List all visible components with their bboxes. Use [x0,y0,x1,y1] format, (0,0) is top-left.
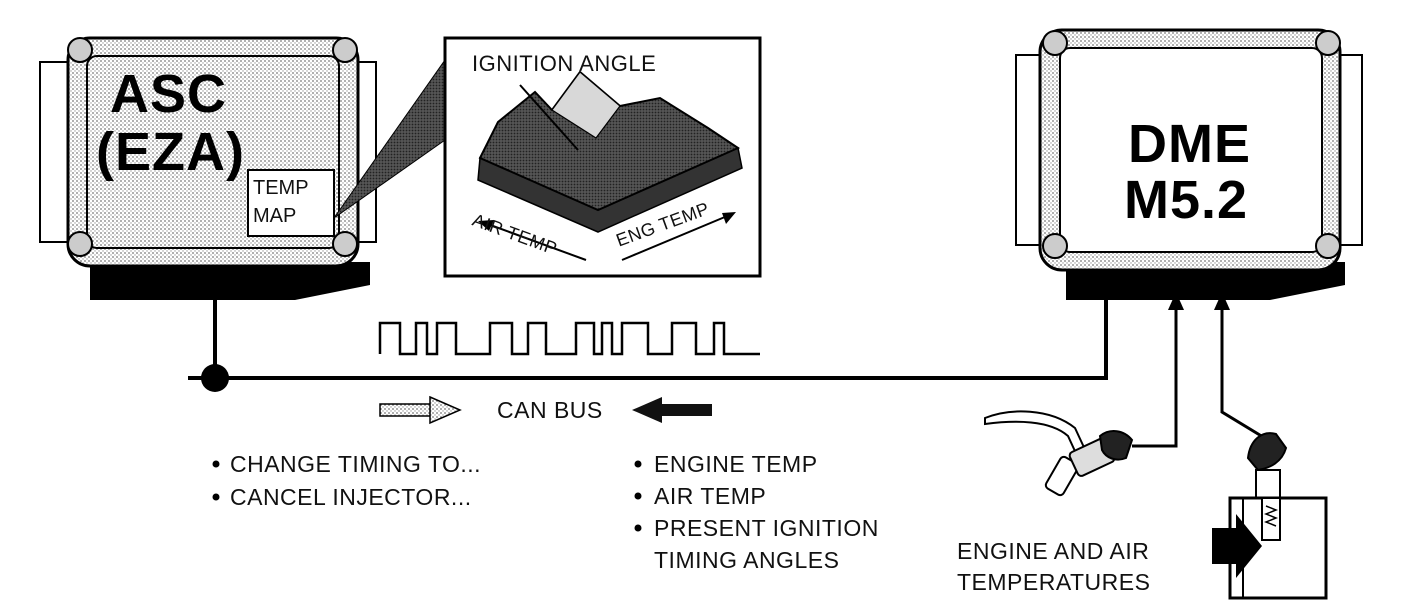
bullet-icon [634,492,642,500]
air-temp-sensor-icon [1212,432,1328,600]
arrow-up-icon [1214,292,1230,310]
dme-module [1015,28,1363,300]
bolt-icon [67,231,93,257]
asc-message-2: CANCEL INJECTOR... [230,484,472,510]
temp-map-label-line2: MAP [253,205,297,227]
temp-map-box [247,169,335,237]
sensor-label-line1: ENGINE AND AIR [957,538,1150,564]
asc-message-1: CHANGE TIMING TO... [230,451,482,477]
bolt-icon [332,231,358,257]
arrow-head-icon [478,220,494,231]
junction-node [201,364,229,392]
can-bus-label: CAN BUS [497,397,603,423]
bolt-icon [1042,30,1068,56]
asc-subtitle: (EZA) [96,122,245,182]
pointer-line [519,84,579,151]
map-inset [443,36,762,278]
dme-message-2: AIR TEMP [654,483,767,509]
sensor-wiring [1132,292,1269,448]
bullet-icon [634,524,642,532]
bus-arrow-right-icon [379,395,462,425]
bolt-icon [1042,233,1068,259]
map-title: IGNITION ANGLE [472,51,657,76]
arrow-head-icon [722,212,736,224]
bolt-icon [332,37,358,63]
temp-map-label-line1: TEMP [253,177,309,199]
dme-subtitle: M5.2 [1124,170,1249,230]
can-bus-wiring [188,300,1108,392]
dme-message-4: TIMING ANGLES [654,547,840,573]
bolt-icon [1315,233,1341,259]
bus-arrow-left-icon [632,397,712,423]
arrow-up-icon [1168,292,1184,310]
sensor-label-line2: TEMPERATURES [957,569,1151,595]
dme-message-1: ENGINE TEMP [654,451,818,477]
dme-message-3: PRESENT IGNITION [654,515,879,541]
asc-module [39,36,377,300]
asc-title: ASC [110,64,228,124]
dme-title: DME [1128,114,1251,174]
engine-temp-sensor-icon [984,410,1134,497]
can-signal-waveform [378,321,760,356]
bolt-icon [1315,30,1341,56]
bullet-icon [212,460,220,468]
bullet-icon [634,460,642,468]
bullet-icon [212,493,220,501]
bolt-icon [67,37,93,63]
